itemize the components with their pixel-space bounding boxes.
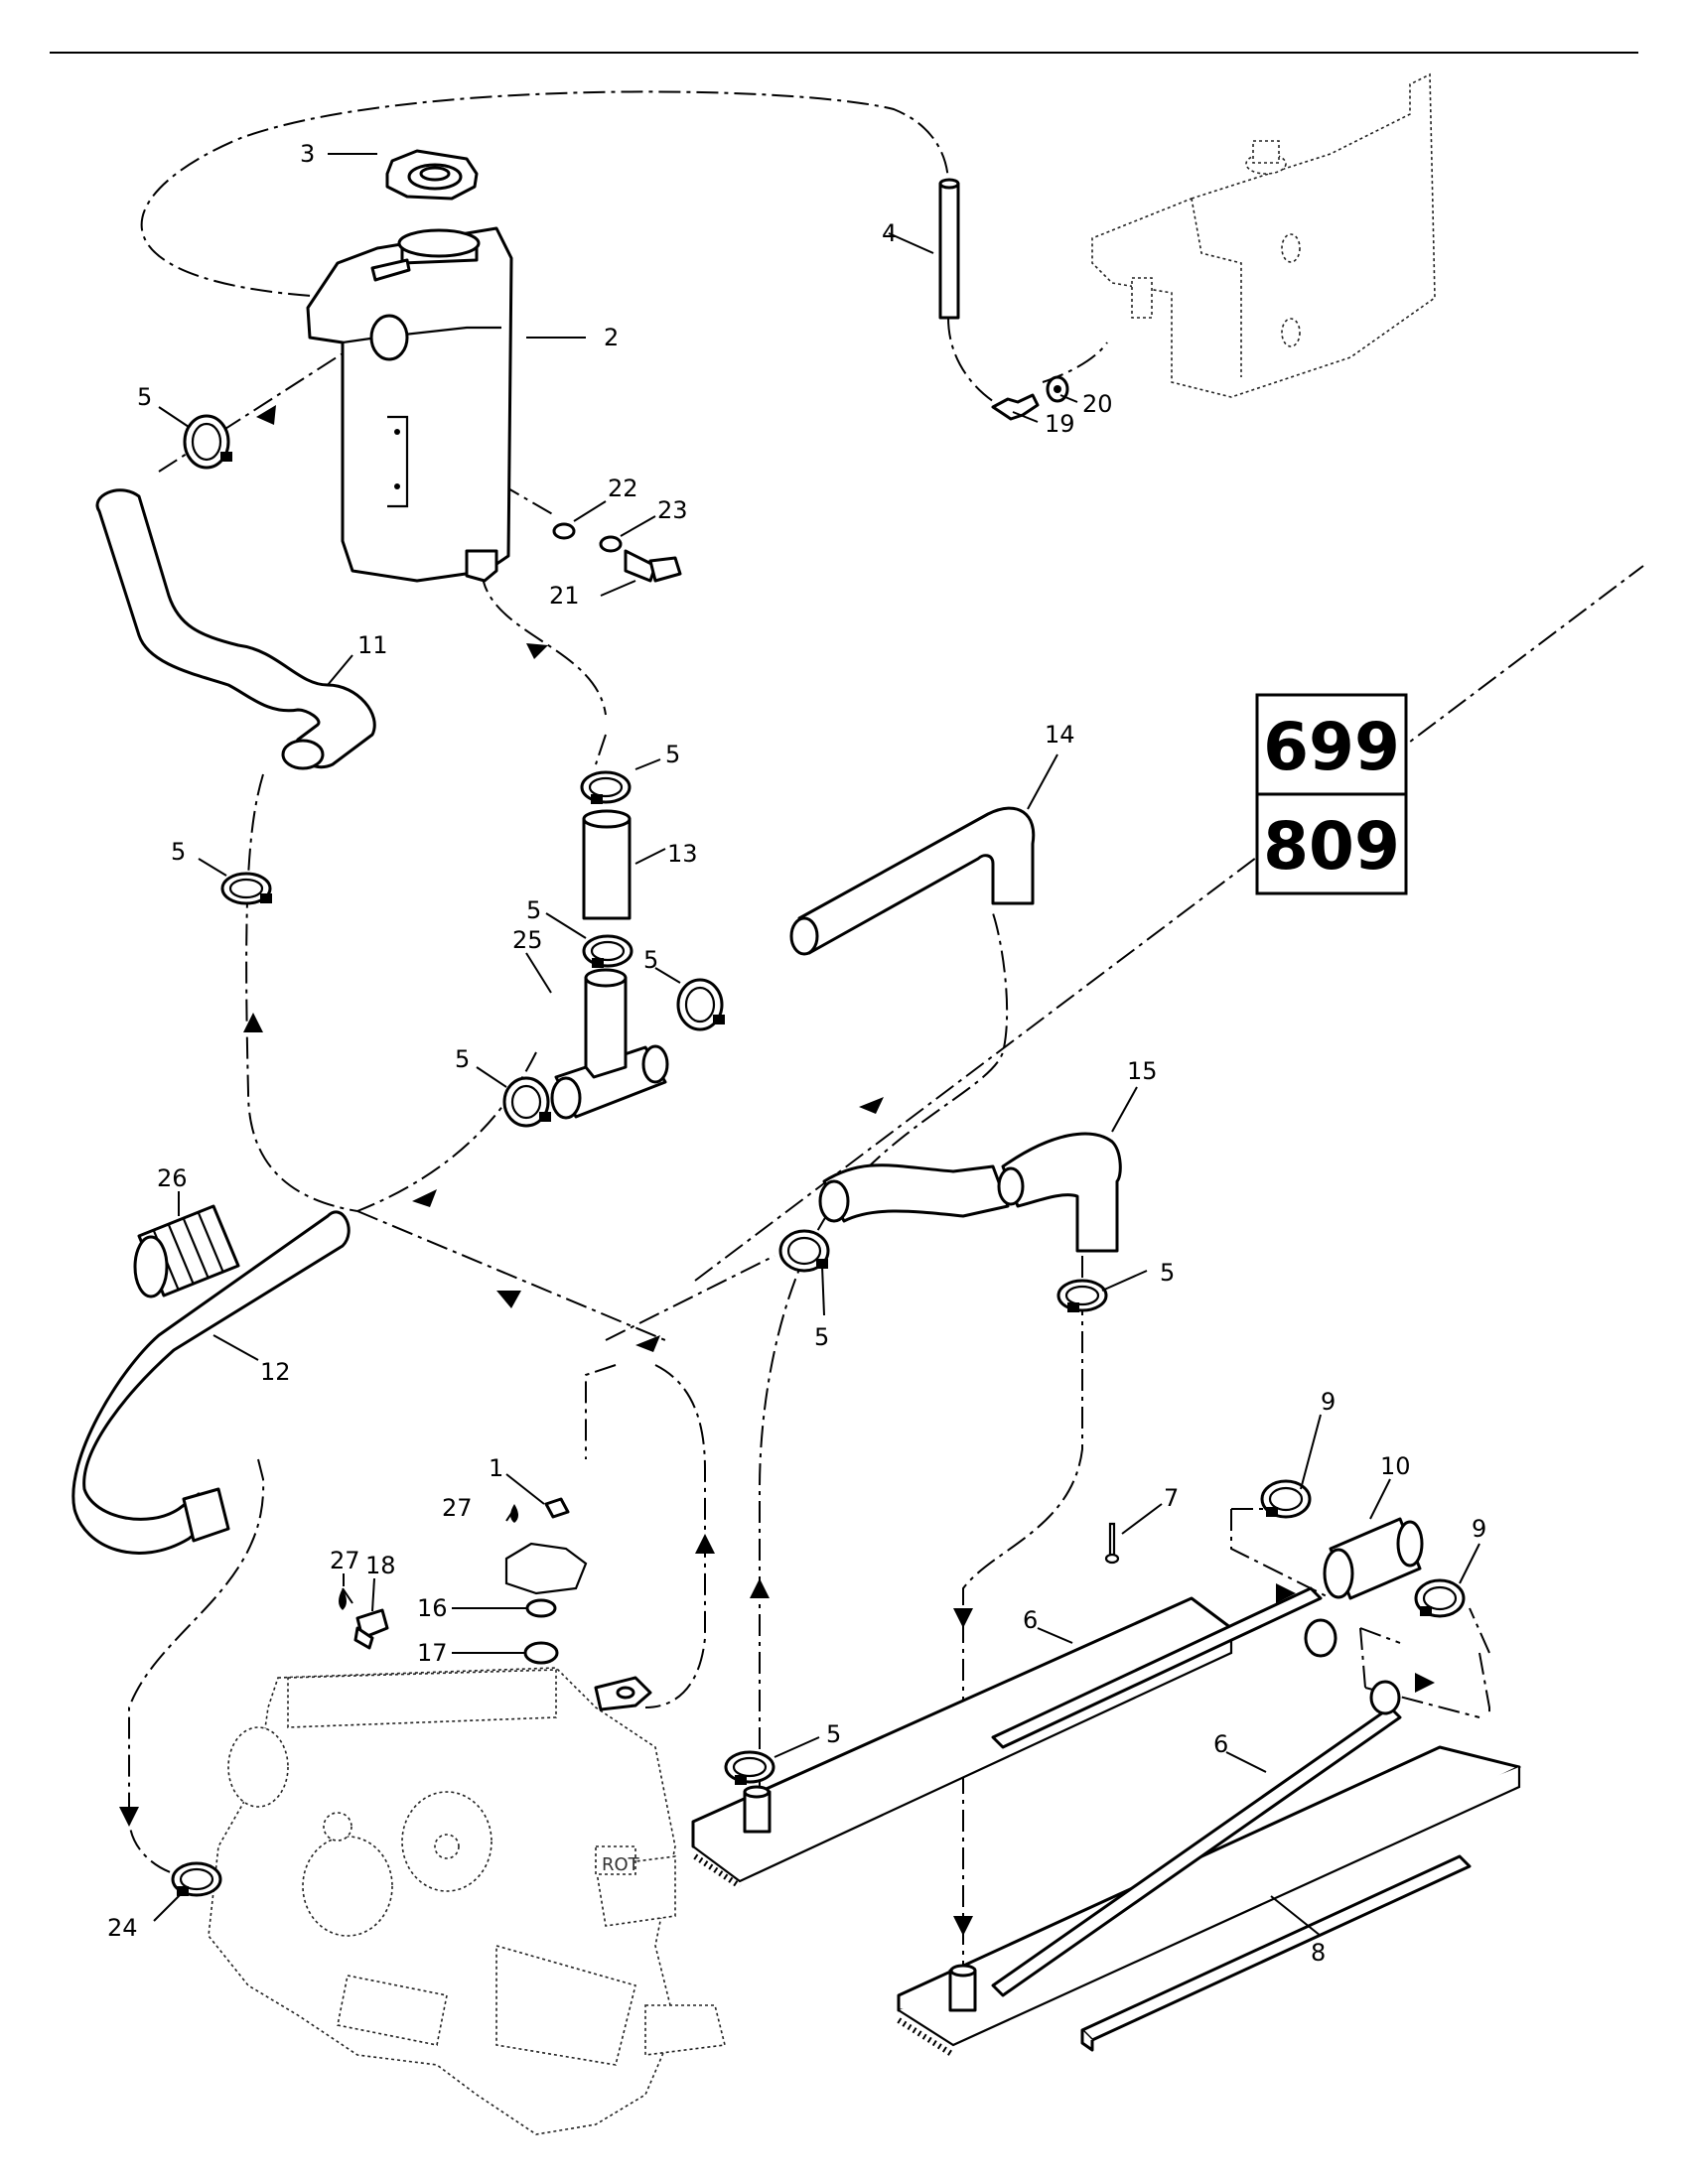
- hose-clamp: [582, 934, 633, 968]
- model-applicability-box: 699 809: [1255, 693, 1408, 895]
- callout-3: 3: [300, 140, 315, 168]
- callout-18: 18: [365, 1552, 396, 1579]
- callout-26: 26: [157, 1164, 188, 1192]
- callout-8: 8: [1311, 1939, 1326, 1967]
- callout-23: 23: [657, 496, 688, 524]
- callout-5: 5: [665, 741, 680, 768]
- callout-11: 11: [357, 631, 388, 659]
- flow-arrow: [496, 1291, 521, 1308]
- callout-5: 5: [826, 1720, 841, 1748]
- callout-7: 7: [1164, 1484, 1179, 1512]
- callout-21: 21: [549, 582, 580, 610]
- callout-13: 13: [667, 840, 698, 868]
- flow-arrow: [1276, 1583, 1296, 1603]
- hose-upper-right: [789, 806, 1036, 956]
- hose-clamp: [580, 770, 632, 804]
- flow-arrow: [953, 1916, 973, 1936]
- support-bar: [1080, 1854, 1472, 2052]
- expansion-tank: [306, 226, 513, 583]
- flow-lines: [128, 90, 1644, 1971]
- flow-arrow: [1415, 1673, 1435, 1693]
- radiator-front: [691, 1586, 1337, 1889]
- small-hose: [938, 178, 960, 320]
- hose-clamp: [676, 978, 725, 1031]
- callout-5: 5: [526, 896, 541, 924]
- flow-arrow: [119, 1807, 139, 1827]
- rivet: [1104, 1522, 1120, 1565]
- hose-clamp: [1414, 1578, 1466, 1618]
- callout-4: 4: [882, 219, 897, 247]
- callout-14: 14: [1045, 721, 1075, 749]
- callout-6: 6: [1213, 1730, 1228, 1758]
- t-fitting: [550, 968, 669, 1120]
- callout-5: 5: [171, 838, 186, 866]
- callout-27: 27: [330, 1547, 360, 1574]
- hose-clamp: [1260, 1479, 1312, 1519]
- connector-hose: [1323, 1517, 1424, 1600]
- hose-middle-right: [818, 1132, 1122, 1253]
- oil-tank-ghost: [1091, 72, 1436, 398]
- callout-9: 9: [1472, 1515, 1486, 1543]
- short-hose: [582, 809, 632, 920]
- hose-clamp: [183, 414, 232, 470]
- flow-arrow: [750, 1578, 770, 1598]
- engine-block: ROT: [208, 1667, 726, 2135]
- hose-clamp: [502, 1076, 551, 1128]
- hose-clamp: [778, 1229, 830, 1273]
- flow-arrow: [953, 1608, 973, 1628]
- flow-arrow: [635, 1335, 660, 1352]
- callout-24: 24: [107, 1914, 138, 1942]
- bolt-and-washers: [552, 522, 682, 583]
- callout-5: 5: [814, 1323, 829, 1351]
- hose-clamps: [171, 414, 1466, 1897]
- callout-5: 5: [1160, 1259, 1175, 1287]
- hose-lower-left: [71, 1210, 351, 1555]
- callout-numbers: 1 2 3 4 5 5 5 5 5 5 5 5 5 6 6 7 8 9 9 10…: [107, 140, 1486, 1967]
- flow-arrow: [256, 405, 276, 425]
- corrugated-hose: [133, 1204, 240, 1298]
- callout-20: 20: [1082, 390, 1113, 418]
- flow-arrows: [119, 405, 1435, 1936]
- flow-arrow: [859, 1097, 884, 1114]
- callout-12: 12: [260, 1358, 291, 1386]
- callout-25: 25: [512, 926, 543, 954]
- leader-lines: [153, 153, 1480, 1937]
- callout-5: 5: [643, 946, 658, 974]
- flow-arrow: [526, 643, 548, 659]
- callout-9: 9: [1321, 1388, 1336, 1416]
- hose-upper-left: [95, 488, 376, 770]
- flow-arrow: [412, 1189, 437, 1207]
- callout-27: 27: [442, 1494, 473, 1522]
- model-number: 809: [1263, 808, 1400, 885]
- callout-1: 1: [489, 1454, 503, 1482]
- callout-5: 5: [455, 1045, 470, 1073]
- thermostat-housing: [339, 1497, 652, 1711]
- temperature-sensor: [353, 1608, 389, 1650]
- callout-15: 15: [1127, 1057, 1158, 1085]
- model-number: 699: [1263, 709, 1400, 785]
- callout-5: 5: [137, 383, 152, 411]
- radiator-cap: [385, 149, 479, 201]
- flow-arrow: [243, 1013, 263, 1032]
- hose-clamp: [1056, 1279, 1108, 1312]
- hose-clamp: [220, 872, 272, 905]
- flow-arrow: [695, 1534, 715, 1554]
- callout-19: 19: [1045, 410, 1075, 438]
- callout-2: 2: [604, 324, 619, 351]
- callout-10: 10: [1380, 1452, 1411, 1480]
- callout-6: 6: [1023, 1606, 1038, 1634]
- callout-16: 16: [417, 1594, 448, 1622]
- hose-clamp: [171, 1861, 222, 1897]
- hose-clamp: [724, 1750, 775, 1785]
- callout-22: 22: [608, 475, 638, 502]
- engine-logo: ROT: [602, 1854, 640, 1875]
- radiator-rear: [897, 1680, 1521, 2058]
- callout-17: 17: [417, 1639, 448, 1667]
